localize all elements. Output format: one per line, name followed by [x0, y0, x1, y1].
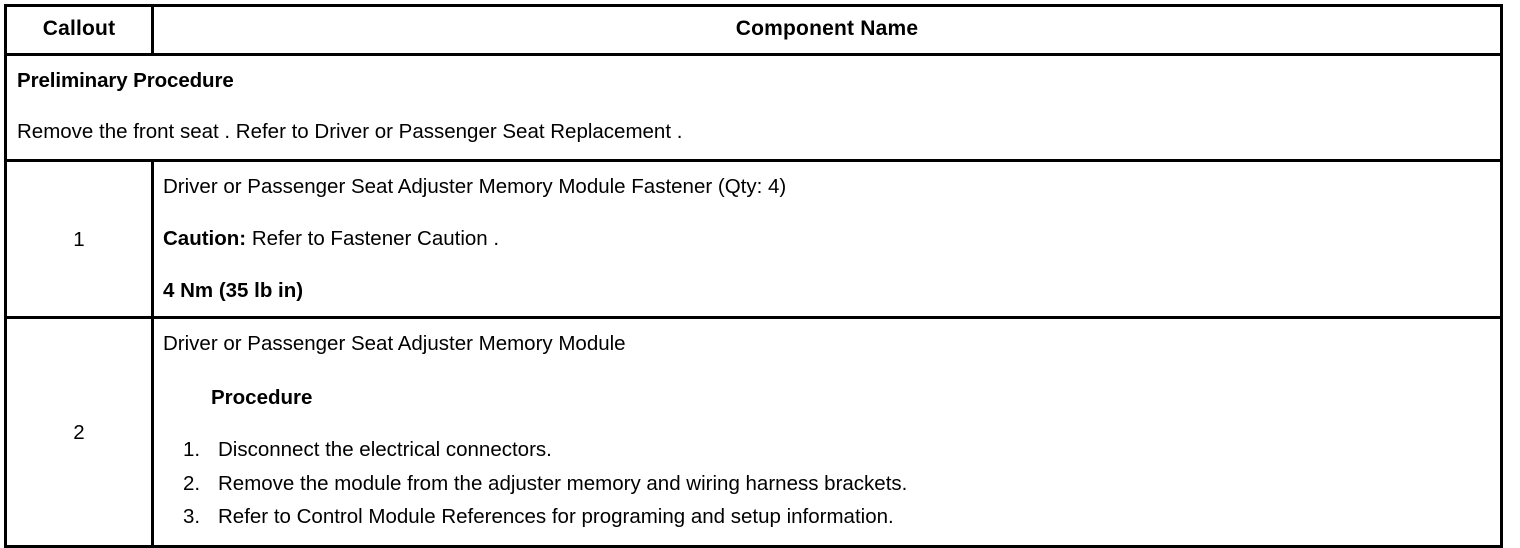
list-item: 1. Disconnect the electrical connectors. [163, 433, 1490, 466]
table-row: 2 Driver or Passenger Seat Adjuster Memo… [4, 316, 1503, 548]
component-callout-table: Callout Component Name Preliminary Proce… [4, 4, 1503, 548]
step-text: Remove the module from the adjuster memo… [218, 471, 908, 495]
component-cell-1: Driver or Passenger Seat Adjuster Memory… [151, 159, 1503, 320]
list-item: 3. Refer to Control Module References fo… [163, 500, 1490, 533]
procedure-heading-2: Procedure [211, 386, 313, 410]
step-number: 1. [183, 438, 201, 462]
component-name-1: Driver or Passenger Seat Adjuster Memory… [163, 175, 787, 199]
header-callout: Callout [4, 4, 154, 56]
document-page: Callout Component Name Preliminary Proce… [4, 4, 1503, 548]
preliminary-procedure-text: Remove the front seat . Refer to Driver … [17, 120, 683, 144]
callout-number-2: 2 [4, 316, 154, 548]
caution-note-1: Caution: Refer to Fastener Caution . [163, 225, 1490, 252]
preliminary-procedure-cell: Preliminary Procedure Remove the front s… [4, 52, 1503, 163]
caution-label: Caution: [163, 227, 247, 251]
step-number: 2. [183, 471, 201, 495]
list-item: 2. Remove the module from the adjuster m… [163, 467, 1490, 500]
table-row: 1 Driver or Passenger Seat Adjuster Memo… [4, 159, 1503, 320]
step-text: Refer to Control Module References for p… [218, 504, 894, 528]
step-text: Disconnect the electrical connectors. [218, 438, 552, 462]
step-number: 3. [183, 504, 201, 528]
component-name-2: Driver or Passenger Seat Adjuster Memory… [163, 332, 626, 356]
header-component-name: Component Name [151, 4, 1503, 56]
table-header-row: Callout Component Name [4, 4, 1503, 56]
torque-spec-1: 4 Nm (35 lb in) [163, 279, 304, 303]
component-cell-2: Driver or Passenger Seat Adjuster Memory… [151, 316, 1503, 548]
preliminary-procedure-row: Preliminary Procedure Remove the front s… [4, 52, 1503, 163]
callout-number-1: 1 [4, 159, 154, 320]
procedure-step-list: 1. Disconnect the electrical connectors.… [163, 433, 1490, 533]
caution-text: Refer to Fastener Caution . [246, 227, 500, 251]
preliminary-procedure-title: Preliminary Procedure [17, 69, 234, 92]
